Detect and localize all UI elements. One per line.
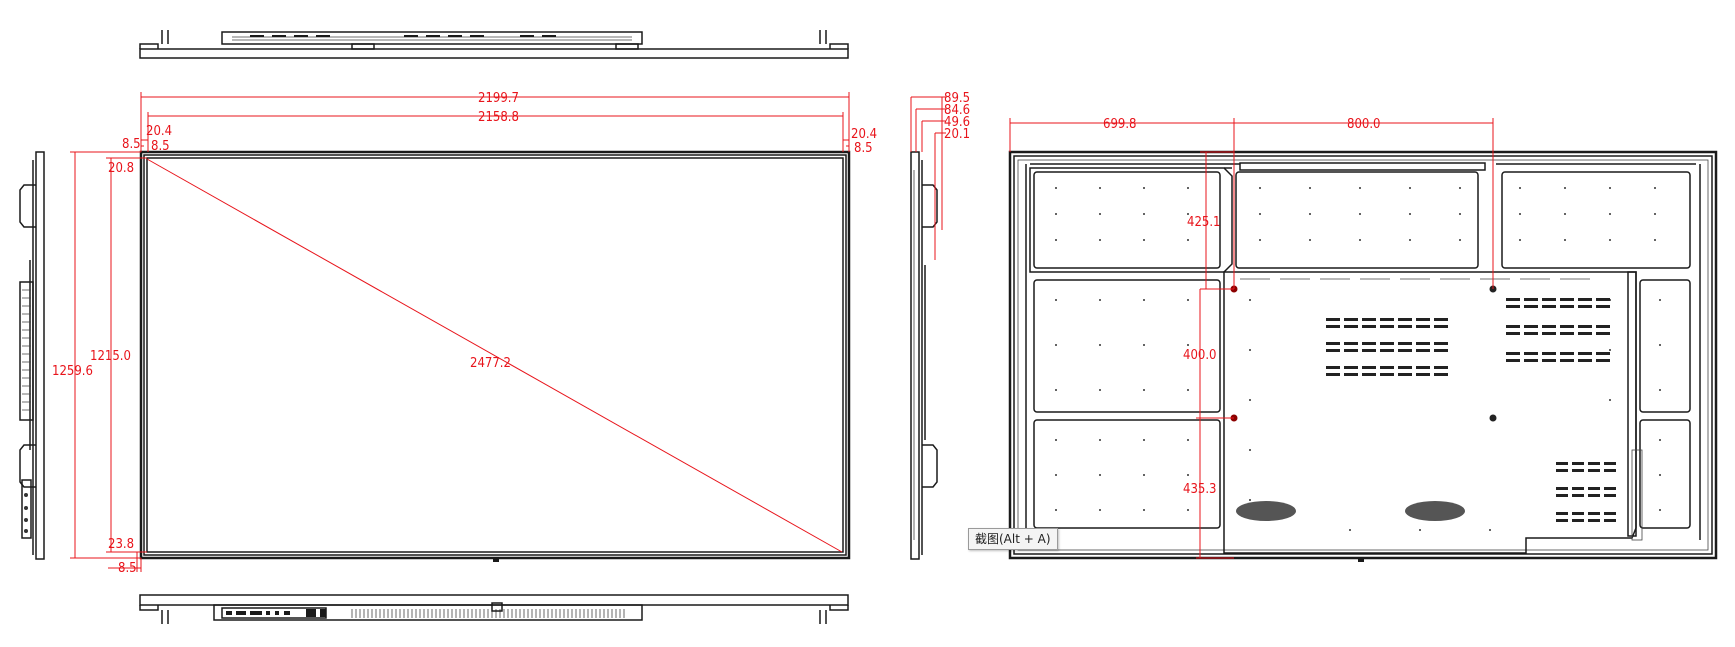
screenshot-tooltip: 截图(Alt + A) [968, 528, 1058, 550]
rear-dimensions [1009, 118, 1494, 559]
depth-2-label: 84.6 [944, 103, 970, 118]
bezel-top-label: 20.8 [108, 161, 134, 176]
bezel-right-inner-label: 8.5 [854, 141, 873, 156]
left-side-view [19, 151, 45, 560]
rear-view: 699.8 800.0 425.1 400.0 435.3 [1008, 117, 1718, 562]
depth-overall-label: 89.5 [944, 91, 970, 106]
rear-offset-top-label: 425.1 [1187, 215, 1220, 230]
vesa-vertical-label: 400.0 [1183, 348, 1216, 363]
top-view [139, 30, 849, 59]
bottom-io-ports [226, 609, 326, 617]
front-height-dimensions [70, 151, 147, 572]
depth-4-label: 20.1 [944, 127, 970, 142]
diagonal-label: 2477.2 [470, 356, 511, 371]
vent-grille-icon [1326, 298, 1616, 522]
active-height-label: 1215.0 [90, 349, 131, 364]
right-side-view: 89.5 84.6 49.6 20.1 [910, 91, 970, 560]
wall-mount-hole-icon [1230, 285, 1497, 422]
left-side-port-stack [22, 289, 31, 411]
bezel-left-outer-label: 20.4 [146, 124, 172, 139]
front-width-dimensions [140, 92, 850, 152]
side-depth-dimensions [910, 96, 946, 260]
rear-dot-pattern [1055, 187, 1661, 531]
bezel-left-inner-2-label: 8.5 [151, 139, 170, 154]
bezel-bottom-label: 23.8 [108, 537, 134, 552]
vesa-horizontal-label: 800.0 [1347, 117, 1380, 132]
top-vent-slots [250, 35, 556, 37]
rear-frame [1025, 162, 1701, 540]
bezel-bottom-inner-label: 8.5 [118, 561, 137, 576]
bezel-right-outer-label: 20.4 [851, 127, 877, 142]
front-view: 2199.7 2158.8 2477.2 20.4 8.5 8.5 20.4 8… [52, 91, 877, 576]
speaker-grille-icon [1236, 501, 1465, 521]
bezel-left-inner-label: 8.5 [122, 137, 141, 152]
active-width-label: 2158.8 [478, 110, 519, 125]
bottom-view [139, 594, 849, 624]
overall-height-label: 1259.6 [52, 364, 93, 379]
rear-offset-bottom-label: 435.3 [1183, 482, 1216, 497]
depth-3-label: 49.6 [944, 115, 970, 130]
overall-width-label: 2199.7 [478, 91, 519, 106]
rear-offset-left-label: 699.8 [1103, 117, 1136, 132]
rear-panel [1223, 271, 1643, 554]
